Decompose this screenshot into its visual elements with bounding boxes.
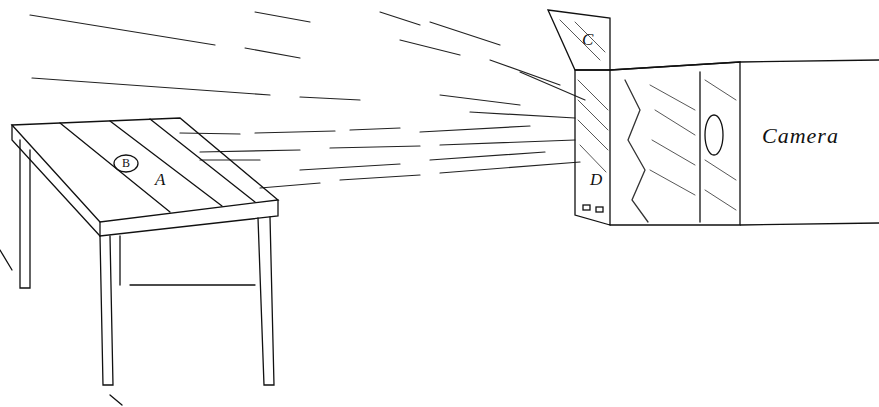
part-letter: C <box>582 30 593 50</box>
object-oval: B <box>113 154 139 173</box>
camera-hood <box>548 10 740 225</box>
light-rays <box>30 12 585 188</box>
part-letter: D <box>590 170 602 190</box>
camera-body: Camera <box>740 62 879 225</box>
table <box>0 118 278 405</box>
camera-label: Camera <box>762 123 839 149</box>
object-letter: B <box>122 156 130 171</box>
part-letter: A <box>155 170 165 190</box>
